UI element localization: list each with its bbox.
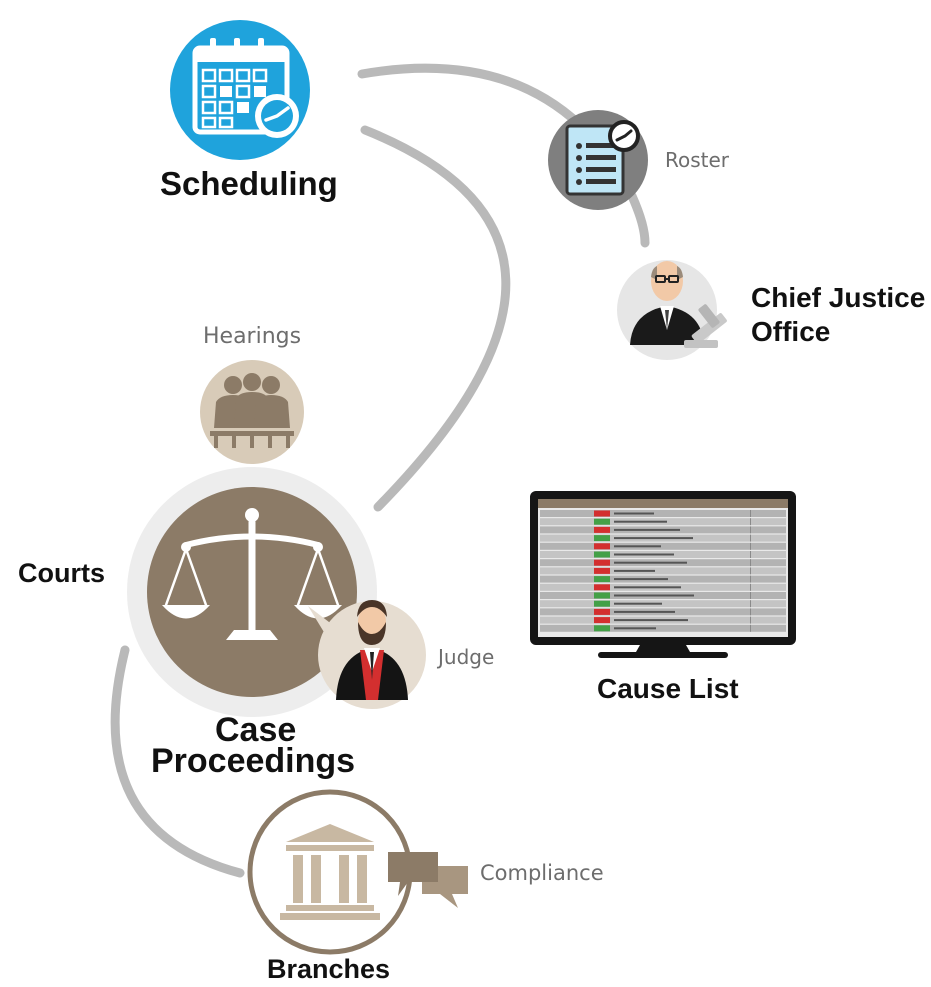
cause-list-row bbox=[540, 567, 786, 575]
connector-roster-chief bbox=[627, 191, 650, 248]
chat-bubbles-icon bbox=[388, 852, 468, 908]
roster-icon bbox=[548, 110, 648, 210]
calendar-icon bbox=[170, 20, 310, 160]
courts-label: Courts bbox=[18, 558, 105, 588]
cause-list-text-line bbox=[614, 594, 694, 597]
cause-list-text-line bbox=[614, 578, 668, 581]
connector-lines bbox=[110, 63, 650, 878]
cause-list-status-cell bbox=[594, 625, 610, 632]
branches-label: Branches bbox=[267, 954, 391, 984]
hearings-label: Hearings bbox=[203, 324, 302, 349]
cause-list-status-cell bbox=[594, 592, 610, 599]
cause-list-row bbox=[540, 510, 786, 517]
cause-list-column-divider bbox=[750, 575, 751, 583]
cause-list-status-cell bbox=[594, 559, 610, 566]
cause-list-rows bbox=[540, 510, 786, 632]
cause-list-text-line bbox=[614, 561, 687, 564]
judge-label: Judge bbox=[438, 645, 495, 669]
cause-list-row bbox=[540, 624, 786, 632]
chief-justice-label-line1: Chief Justice bbox=[751, 282, 926, 313]
cause-list-status-cell bbox=[594, 608, 610, 615]
cause-list-status-cell bbox=[594, 526, 610, 533]
cause-list-column-divider bbox=[750, 534, 751, 542]
cause-list-text-line bbox=[614, 537, 693, 540]
roster-label: Roster bbox=[665, 148, 730, 172]
cause-list-column-divider bbox=[750, 592, 751, 599]
cause-list-label: Cause List bbox=[597, 673, 739, 704]
cause-list-text-line bbox=[614, 512, 654, 515]
cause-list-text-line bbox=[614, 528, 680, 531]
cause-list-status-cell bbox=[594, 510, 610, 517]
cause-list-column-divider bbox=[750, 583, 751, 591]
connector-scheduling-roster bbox=[357, 63, 585, 130]
cause-list-column-divider bbox=[750, 510, 751, 517]
cause-list-column-divider bbox=[750, 526, 751, 534]
cause-list-column-divider bbox=[750, 600, 751, 608]
case-proceedings-label-line2: Proceedings bbox=[151, 742, 356, 780]
cause-list-column-divider bbox=[750, 616, 751, 624]
cause-list-text-line bbox=[614, 619, 688, 622]
cause-list-status-cell bbox=[594, 567, 610, 574]
cause-list-status-cell bbox=[594, 600, 610, 607]
cause-list-text-line bbox=[614, 569, 655, 572]
cause-list-status-cell bbox=[594, 584, 610, 591]
connector-courts-branches bbox=[110, 645, 245, 878]
cause-list-text-line bbox=[614, 627, 656, 630]
cause-list-text-line bbox=[614, 520, 667, 523]
chief-justice-icon bbox=[617, 260, 727, 360]
case-proceedings-label-line1: Case bbox=[215, 711, 297, 749]
cause-list-status-cell bbox=[594, 617, 610, 624]
cause-list-row bbox=[540, 542, 786, 550]
cause-list-column-divider bbox=[750, 567, 751, 575]
cause-list-text-line bbox=[614, 602, 662, 605]
cause-list-column-divider bbox=[750, 608, 751, 616]
cause-list-column-divider bbox=[750, 542, 751, 550]
cause-list-column-divider bbox=[750, 624, 751, 632]
cause-list-text-line bbox=[614, 545, 661, 548]
scales-icon bbox=[127, 467, 377, 717]
cause-list-status-cell bbox=[594, 535, 610, 542]
cause-list-column-divider bbox=[750, 518, 751, 526]
judge-icon bbox=[308, 600, 426, 709]
courthouse-icon bbox=[247, 789, 413, 955]
scheduling-label: Scheduling bbox=[160, 165, 338, 202]
connector-scheduling-courts bbox=[360, 125, 511, 512]
chief-justice-label-line2: Office bbox=[751, 316, 831, 347]
cause-list-column-divider bbox=[750, 559, 751, 567]
cause-list-status-cell bbox=[594, 551, 610, 558]
monitor-icon bbox=[530, 491, 796, 658]
cause-list-row bbox=[540, 600, 786, 608]
cause-list-status-cell bbox=[594, 543, 610, 550]
cause-list-column-divider bbox=[750, 551, 751, 558]
cause-list-status-cell bbox=[594, 518, 610, 525]
cause-list-status-cell bbox=[594, 576, 610, 583]
cause-list-text-line bbox=[614, 610, 675, 613]
compliance-label: Compliance bbox=[480, 861, 604, 885]
cause-list-text-line bbox=[614, 586, 681, 589]
cause-list-text-line bbox=[614, 553, 674, 556]
